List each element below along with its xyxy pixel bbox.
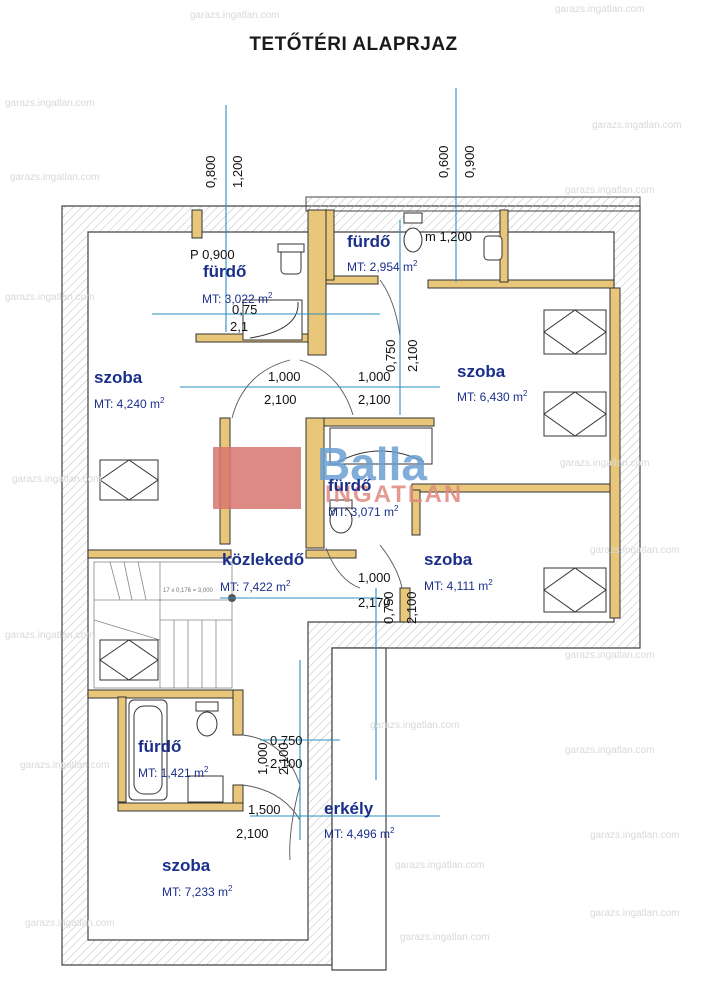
dimension-label: 1,500 — [248, 802, 281, 817]
room-area: MT: 6,430 m2 — [457, 389, 528, 405]
dimension-label: P 0,900 — [190, 247, 235, 262]
skylights — [99, 309, 607, 681]
watermark: garazs.ingatlan.com — [565, 650, 655, 661]
dimension-label: 1,000 — [268, 369, 301, 384]
dimension-label: 0,750 — [270, 733, 303, 748]
dimension-label: 1,000 — [358, 369, 391, 384]
dimension-label: 2,100 — [270, 756, 303, 771]
dimension-label: 2,100 — [404, 591, 419, 624]
watermark: garazs.ingatlan.com — [565, 745, 655, 756]
house-logo-icon — [213, 447, 301, 509]
room-name: erkély — [324, 799, 374, 818]
room-name: szoba — [94, 368, 143, 387]
dimension-label: 2,100 — [236, 826, 269, 841]
dimension-label: 0,75 — [232, 302, 258, 317]
room-name: szoba — [424, 550, 473, 569]
room-area: MT: 7,422 m2 — [220, 579, 291, 595]
watermark: garazs.ingatlan.com — [5, 292, 95, 303]
room-name: fürdő — [138, 737, 182, 756]
watermark: garazs.ingatlan.com — [5, 98, 95, 109]
dimension-label: 2,100 — [405, 339, 420, 372]
watermark: garazs.ingatlan.com — [10, 172, 100, 183]
room-area: MT: 2,954 m2 — [347, 259, 418, 275]
watermark: garazs.ingatlan.com — [590, 830, 680, 841]
watermark: garazs.ingatlan.com — [190, 10, 280, 21]
room-name: szoba — [457, 362, 506, 381]
watermark: garazs.ingatlan.com — [555, 4, 645, 15]
dimension-label: 1,000 — [358, 570, 391, 585]
watermark: garazs.ingatlan.com — [25, 918, 115, 929]
room-name: szoba — [162, 856, 211, 875]
dimension-label: 2,170 — [358, 595, 391, 610]
dimension-label: 0,750 — [383, 339, 398, 372]
watermark: garazs.ingatlan.com — [20, 760, 110, 771]
watermark: garazs.ingatlan.com — [592, 120, 682, 131]
room-area: MT: 4,240 m2 — [94, 396, 165, 412]
axis-lines — [152, 88, 457, 840]
room-area: MT: 3,071 m2 — [328, 504, 399, 520]
watermark: garazs.ingatlan.com — [370, 720, 460, 731]
dimension-label: 1,000 — [255, 742, 270, 775]
dimension-label: 1,200 — [230, 155, 245, 188]
balla-logo: Balla INGATLAN — [213, 438, 495, 509]
watermark: garazs.ingatlan.com — [12, 474, 102, 485]
room-area: MT: 4,496 m2 — [324, 826, 395, 842]
room-name: közlekedő — [222, 550, 305, 569]
dimension-label: 2,100 — [358, 392, 391, 407]
room-name: fürdő — [328, 476, 372, 495]
dimension-label: 0,800 — [203, 155, 218, 188]
room-area: MT: 1,421 m2 — [138, 765, 209, 781]
watermark: garazs.ingatlan.com — [565, 185, 655, 196]
watermark: garazs.ingatlan.com — [560, 458, 650, 469]
plan-title: TETŐTÉRI ALAPRJAZ — [249, 34, 458, 55]
dimension-label: 0,600 — [436, 145, 451, 178]
room-name: fürdő — [203, 262, 247, 281]
logo-name: Balla — [317, 438, 427, 490]
watermark: garazs.ingatlan.com — [395, 860, 485, 871]
dimension-label: 0,750 — [381, 591, 396, 624]
watermark: garazs.ingatlan.com — [400, 932, 490, 943]
room-area: MT: 3,022 m2 — [202, 291, 273, 307]
dimension-label: 2,100 — [264, 392, 297, 407]
dimension-label: m 1,200 — [425, 229, 472, 244]
staircase — [93, 561, 233, 689]
door-swings — [231, 279, 403, 861]
logo-subtitle: INGATLAN — [325, 481, 464, 508]
watermark: garazs.ingatlan.com — [590, 908, 680, 919]
bathroom-fixtures — [128, 212, 503, 803]
dimension-label: 0,900 — [462, 145, 477, 178]
watermark: garazs.ingatlan.com — [590, 545, 680, 556]
watermark: garazs.ingatlan.com — [5, 630, 95, 641]
room-name: fürdő — [347, 232, 391, 251]
room-area: MT: 7,233 m2 — [162, 884, 233, 900]
stair-note: 17 x 0,176 = 3,000 — [163, 588, 213, 594]
room-area: MT: 4,111 m2 — [424, 578, 493, 594]
dimension-label: 2,100 — [276, 742, 291, 775]
dimension-label: 2,1 — [230, 319, 249, 334]
balcony-outline — [331, 647, 387, 971]
